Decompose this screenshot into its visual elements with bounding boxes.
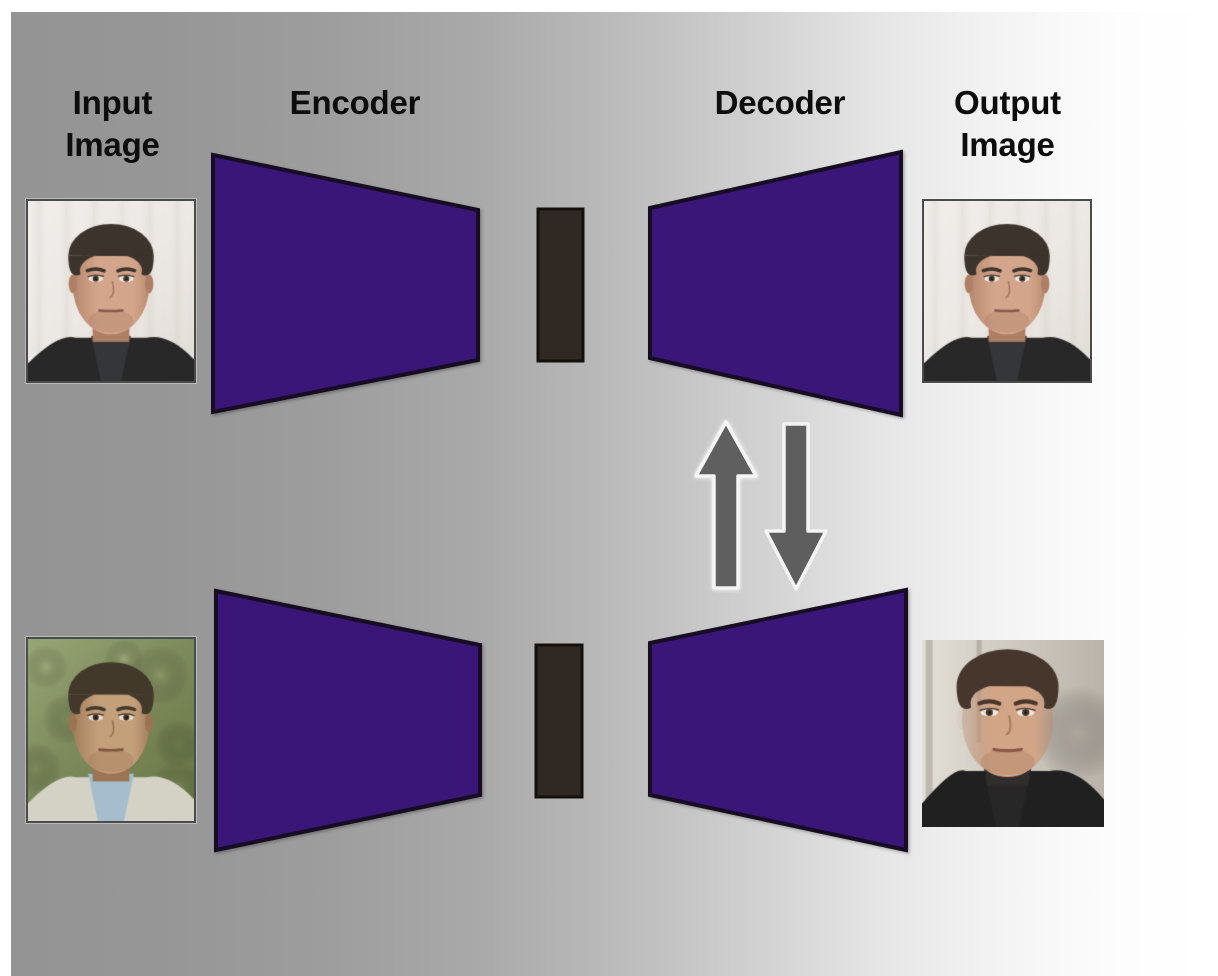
input-face-b-canvas <box>28 639 194 821</box>
label-decoder: Decoder <box>714 84 846 121</box>
label-input-image: Input Image <box>65 84 160 164</box>
output-face-b-photo <box>922 640 1104 827</box>
output-face-a-canvas <box>924 201 1090 381</box>
input-face-a-canvas <box>28 201 194 381</box>
label-output-image: Output Image <box>954 84 1061 164</box>
arrow-down-icon <box>764 422 828 591</box>
input-face-b-photo <box>26 637 196 823</box>
output-face-b-canvas <box>922 640 1104 827</box>
output-face-a-photo <box>922 199 1092 383</box>
input-face-a-photo <box>26 199 196 383</box>
arrow-up-icon <box>694 420 758 590</box>
swap-arrows <box>694 420 828 591</box>
label-encoder: Encoder <box>289 84 421 121</box>
